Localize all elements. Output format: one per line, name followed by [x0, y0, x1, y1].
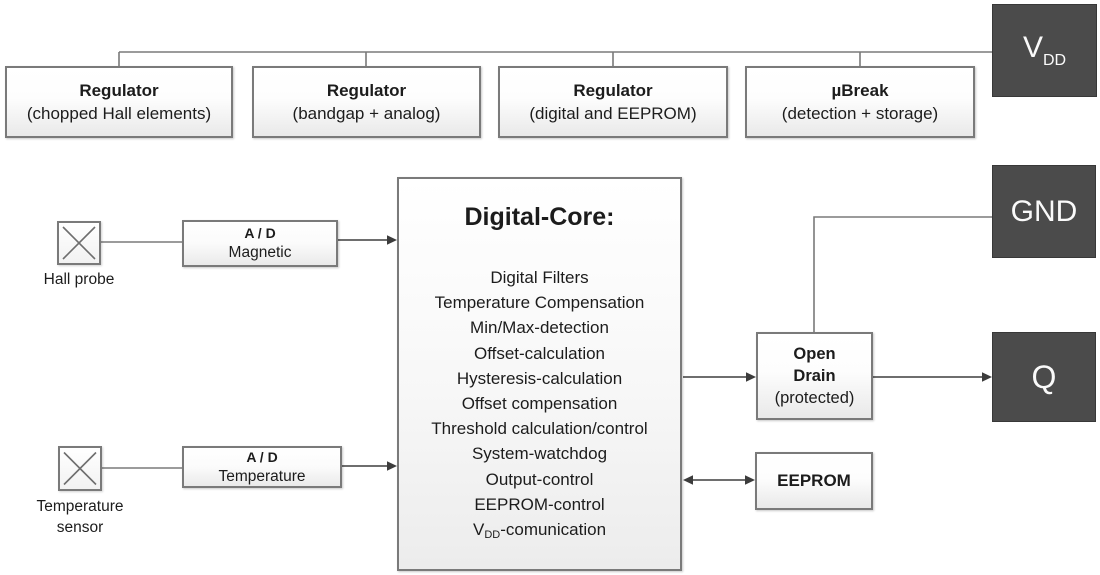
regulator-analog-title: Regulator: [326, 81, 407, 100]
regulator-digital-box: Regulator (digital and EEPROM): [498, 66, 728, 138]
core-function: Offset compensation: [461, 394, 618, 414]
regulator-digital-subtitle: (digital and EEPROM): [529, 104, 697, 123]
core-function: Min/Max-detection: [470, 318, 609, 338]
regulator-hall-title: Regulator: [79, 81, 159, 100]
q-pin-label: Q: [1031, 359, 1057, 395]
regulator-analog-box: Regulator (bandgap + analog): [252, 66, 481, 138]
core-function: Hysteresis-calculation: [456, 368, 623, 388]
temperature-sensor-label-line1: Temperature: [36, 498, 124, 515]
eeprom-label: EEPROM: [777, 471, 851, 490]
temperature-sensor-label: Temperature sensor: [18, 496, 142, 538]
vdd-pin: VDD: [992, 4, 1097, 97]
digital-core-box: Digital-Core: Digital Filters Temperatur…: [397, 177, 682, 571]
adc-magnetic-title: A / D: [244, 225, 276, 241]
core-function: Offset-calculation: [473, 343, 606, 363]
open-drain-title-line2: Drain: [793, 367, 836, 385]
digital-core-function-list: Digital Filters Temperature Compensation…: [399, 265, 680, 548]
ubreak-title: µBreak: [831, 81, 889, 100]
ubreak-subtitle: (detection + storage): [781, 104, 939, 123]
ubreak-box: µBreak (detection + storage): [745, 66, 975, 138]
temperature-sensor-label-line2: sensor: [56, 519, 104, 536]
temperature-sensor-box: [58, 446, 102, 491]
hall-probe-icon: [62, 226, 96, 260]
hall-probe-box: [57, 221, 101, 265]
gnd-pin: GND: [992, 165, 1096, 258]
core-function: Output-control: [485, 469, 594, 489]
eeprom-box: EEPROM: [755, 452, 873, 510]
adc-magnetic-subtitle: Magnetic: [228, 244, 292, 261]
regulator-analog-subtitle: (bandgap + analog): [292, 104, 441, 123]
core-function: Temperature Compensation: [434, 293, 645, 313]
open-drain-box: Open Drain (protected): [756, 332, 873, 420]
temperature-sensor-icon: [63, 451, 97, 486]
open-drain-title-line1: Open: [793, 345, 836, 363]
core-function: System-watchdog: [471, 444, 608, 464]
vdd-subscript: DD: [1042, 52, 1067, 69]
open-drain-subtitle: (protected): [774, 389, 855, 407]
core-function: Digital Filters: [490, 268, 589, 287]
vdd-subscript: DD: [484, 529, 501, 542]
adc-temperature-title: A / D: [246, 448, 278, 465]
vdd-pin-label: VDD: [1022, 31, 1067, 70]
adc-magnetic-box: A / D Magnetic: [182, 220, 338, 267]
adc-temperature-box: A / D Temperature: [182, 446, 342, 488]
core-function-vdd-comunication: VDD-comunication: [472, 520, 607, 542]
q-pin: Q: [992, 332, 1096, 422]
regulator-hall-box: Regulator (chopped Hall elements): [5, 66, 233, 138]
regulator-digital-title: Regulator: [573, 81, 653, 100]
digital-core-title: Digital-Core:: [464, 203, 615, 231]
adc-temperature-subtitle: Temperature: [218, 467, 306, 485]
regulator-hall-subtitle: (chopped Hall elements): [26, 104, 212, 123]
core-function: EEPROM-control: [474, 494, 605, 514]
hall-probe-label: Hall probe: [43, 271, 115, 288]
core-function: Threshold calculation/control: [431, 419, 648, 439]
gnd-pin-label: GND: [1010, 194, 1078, 228]
